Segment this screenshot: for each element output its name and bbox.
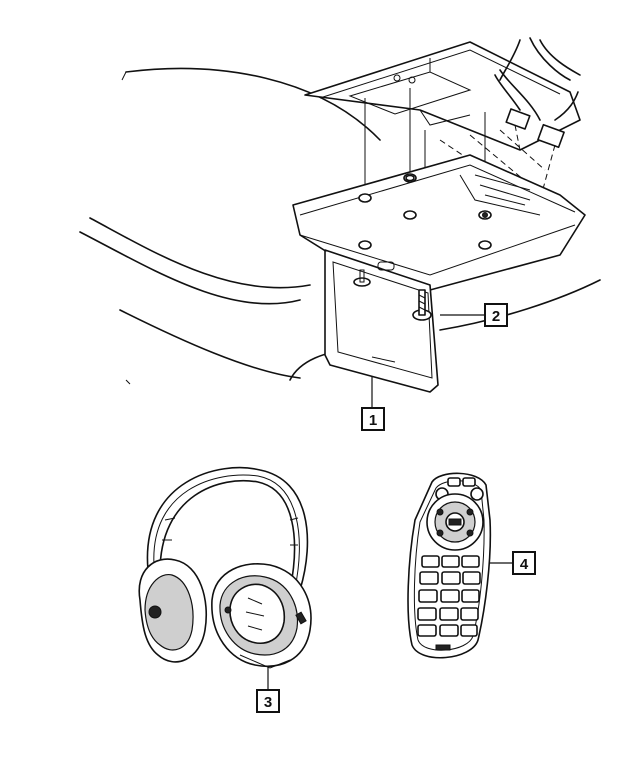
callout-label-4: 4	[520, 556, 529, 573]
mounting-bracket	[304, 41, 581, 151]
callout-2: 2	[484, 303, 508, 327]
wireless-headphones	[138, 466, 312, 669]
callout-3: 3	[256, 689, 280, 713]
callout-label-2: 2	[492, 308, 500, 325]
callout-1: 1	[361, 407, 385, 431]
overhead-dvd-monitor	[292, 154, 586, 393]
headliner-outline	[79, 67, 601, 385]
remote-control	[407, 472, 492, 659]
callout-4: 4	[512, 551, 536, 575]
wiring-harness	[494, 37, 581, 149]
callout-label-3: 3	[264, 694, 272, 711]
callout-label-1: 1	[369, 412, 377, 429]
screw	[353, 174, 432, 321]
